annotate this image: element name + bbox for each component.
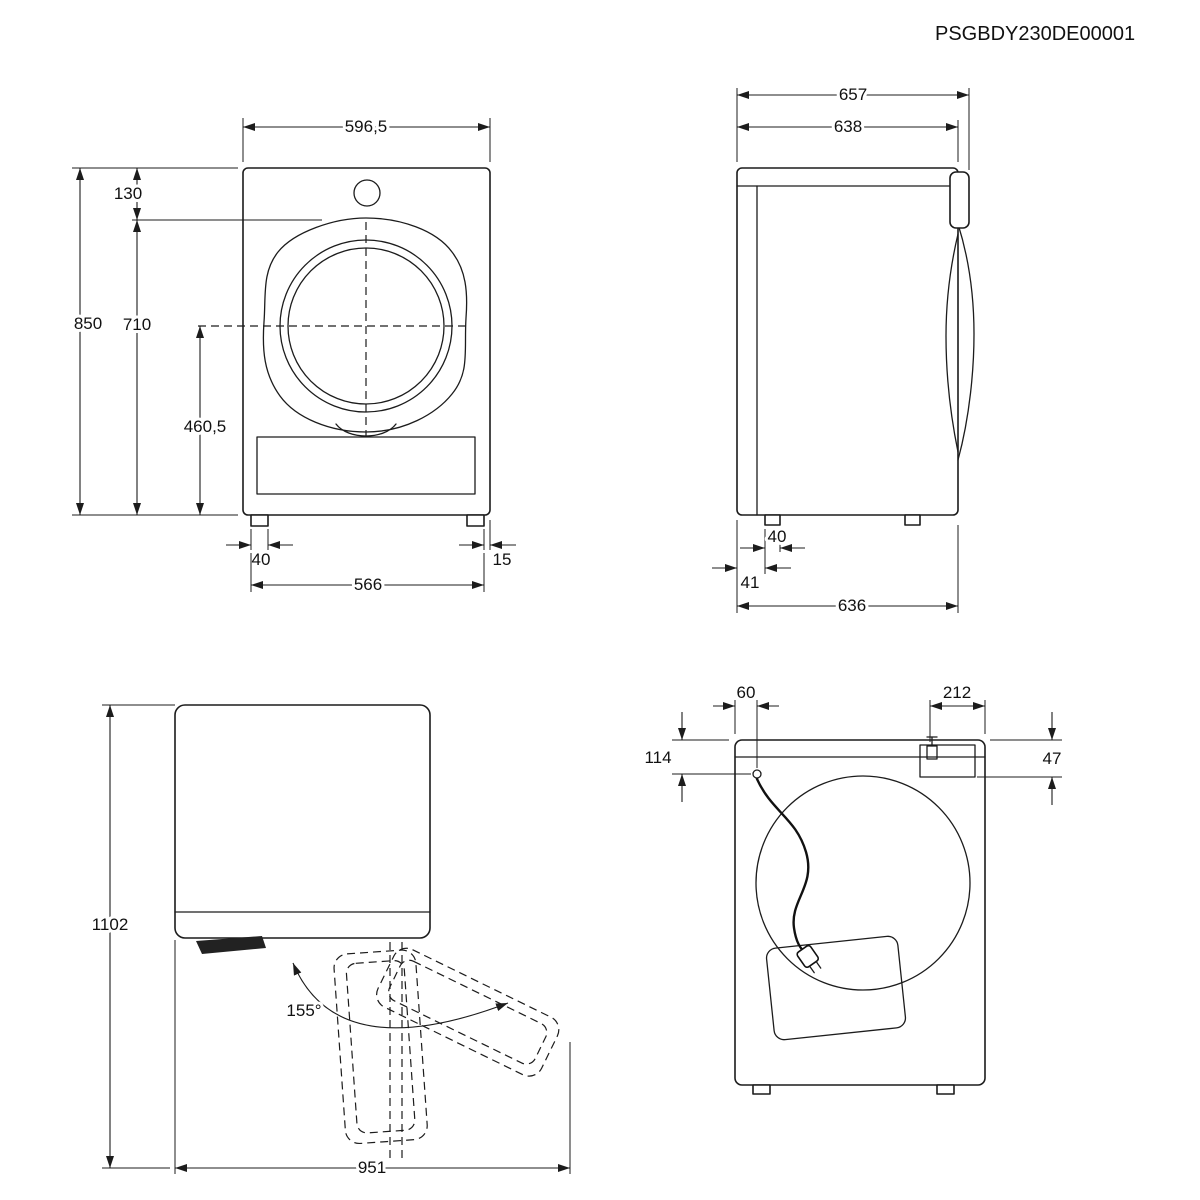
front-foot-inset-dim: 15 (493, 550, 512, 569)
open-hinge-detail (196, 936, 266, 954)
side-foot-width-dim: 40 (768, 527, 787, 546)
side-foot-front (904, 514, 921, 526)
open-door-position-1-inner (345, 960, 416, 1134)
open-depth-dim: 951 (358, 1158, 386, 1177)
rear-body-outline (734, 739, 986, 1086)
side-depth-body-dim: 638 (834, 117, 862, 136)
front-feet-span-dim: 566 (354, 575, 382, 594)
open-body-outline (174, 704, 431, 939)
front-width-dim: 596,5 (345, 117, 388, 136)
front-view: 596,5 850 130 710 460,5 40 15 566 (71, 114, 516, 597)
side-foot-offset-dim: 41 (741, 573, 760, 592)
front-foot-left (250, 514, 269, 527)
front-knob (353, 179, 381, 207)
side-foot-back (764, 514, 781, 526)
rear-power-plug (796, 944, 822, 974)
rear-outlet-box (919, 744, 976, 778)
rear-drum-emboss (755, 775, 971, 991)
front-door-top-floor-dim: 710 (123, 315, 151, 334)
side-depth-total-dim: 657 (839, 85, 867, 104)
side-view: 657 638 40 41 636 (712, 82, 975, 618)
open-door-position-1 (333, 949, 428, 1145)
side-depth-base-dim: 636 (838, 596, 866, 615)
open-height-dim: 1102 (92, 915, 129, 934)
rear-cord-x-dim: 60 (737, 683, 756, 702)
rear-view: 60 212 114 47 (641, 680, 1064, 1095)
front-kick-panel (256, 436, 476, 495)
rear-outlet-y-dim: 47 (1043, 749, 1062, 768)
front-height-dim: 850 (74, 314, 102, 333)
side-door-seam (945, 233, 959, 453)
rear-outlet-x-dim: 212 (943, 683, 971, 702)
door-open-view: 155° 1102 951 (89, 704, 571, 1180)
side-door-handle (949, 171, 970, 229)
rear-foot-right (936, 1084, 955, 1095)
front-top-to-door-dim: 130 (114, 184, 142, 203)
rear-cord-y-dim: 114 (644, 748, 671, 767)
rear-panel-emboss (765, 935, 907, 1041)
document-code: PSGBDY230DE00001 (935, 23, 1135, 45)
front-foot-right (466, 514, 485, 527)
front-foot-width-dim: 40 (252, 550, 271, 569)
side-body-outline (736, 167, 959, 516)
open-angle-dim: 155° (286, 1001, 321, 1020)
open-swing-arc (292, 962, 509, 1029)
rear-foot-left (752, 1084, 771, 1095)
rear-power-cord (755, 777, 810, 956)
side-door-bulge (957, 223, 975, 461)
front-door-center-dim: 460,5 (184, 417, 227, 436)
